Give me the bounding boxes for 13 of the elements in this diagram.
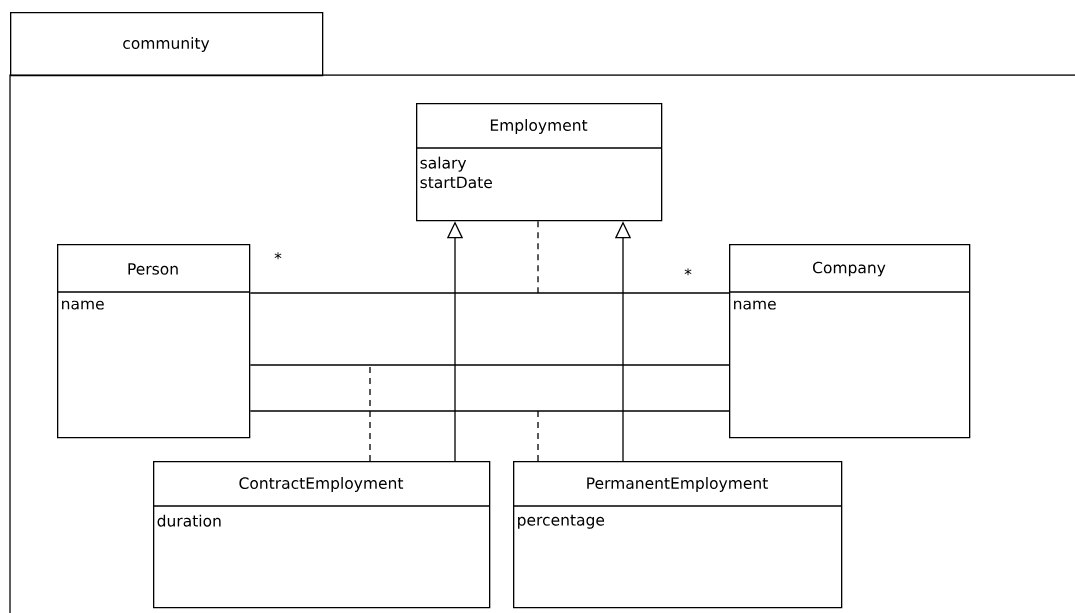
multiplicity: * [274,252,282,260]
class-box: ContractEmployment duration [152,461,491,609]
dashed-link [537,220,539,294]
dashed-link [369,364,371,462]
class-box: Employment salary startDate [415,103,663,222]
association-line [249,292,730,294]
association-line [249,364,730,366]
class-box: PermanentEmployment percentage [512,461,843,609]
multiplicity: * [684,268,692,276]
class-box: Person name [56,244,251,439]
class-box: Company name [728,244,971,439]
association-line [249,410,730,412]
dashed-link [537,410,539,462]
